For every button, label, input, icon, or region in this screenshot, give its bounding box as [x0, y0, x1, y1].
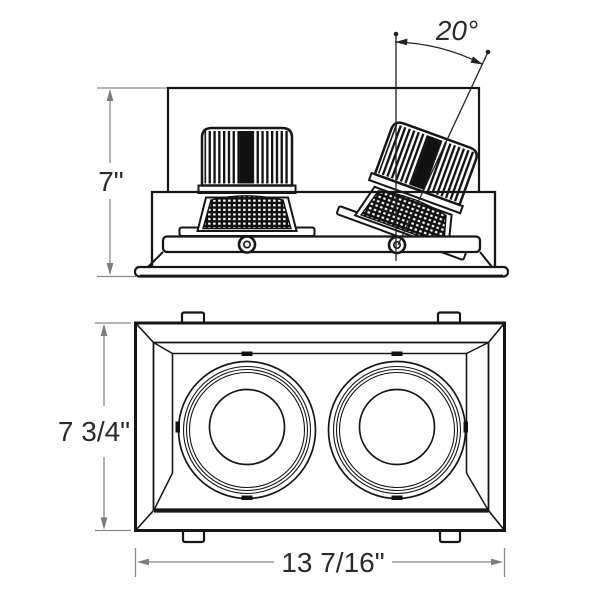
bottom-view: 7 3/4" 13 7/16": [58, 311, 506, 578]
lamp-head-left: [178, 126, 316, 238]
side-view: 20° 7": [97, 15, 510, 278]
tilt-line-endpoint: [485, 49, 491, 55]
corner-miters: [134, 322, 506, 532]
dim-arrow-right: [491, 558, 503, 566]
bottom-height-label: 7 3/4": [58, 416, 130, 447]
trim-bevel-frame: [152, 341, 490, 511]
arc-arrow-left: [395, 38, 408, 46]
opening-chamfers: [153, 341, 489, 510]
screw-right: [387, 235, 407, 255]
side-height-label: 7": [98, 166, 124, 197]
trim-cone-sides: [147, 251, 493, 268]
tilt-axis-endpoint: [393, 31, 399, 37]
bottom-width-dimension: 13 7/16": [134, 547, 506, 578]
housing-outline: [166, 86, 481, 192]
side-height-dimension: 7": [97, 87, 167, 278]
lamp-aperture-right: [358, 388, 436, 466]
trim-outer-frame: [134, 321, 506, 532]
mounting-frame: [150, 190, 497, 268]
mounting-bar: [161, 235, 482, 254]
arc-arrow-right: [470, 56, 483, 65]
dim-arrow-down: [106, 263, 114, 275]
dim-arrow-down: [100, 517, 108, 530]
tilt-direction-line: [397, 51, 489, 246]
ring-clips: [175, 351, 468, 500]
dim-arrow-up: [106, 89, 114, 101]
bottom-height-dimension: 7 3/4": [58, 322, 131, 532]
bottom-width-label: 13 7/16": [281, 547, 384, 578]
tilt-angle-label: 20°: [435, 15, 478, 46]
dim-arrow-left: [137, 558, 149, 566]
lamp-aperture-left: [208, 388, 286, 466]
dim-arrow-up: [100, 324, 108, 336]
lamp-opening: [171, 352, 468, 473]
screw-left: [237, 235, 257, 254]
tilt-angle-annotation: 20°: [393, 15, 491, 261]
